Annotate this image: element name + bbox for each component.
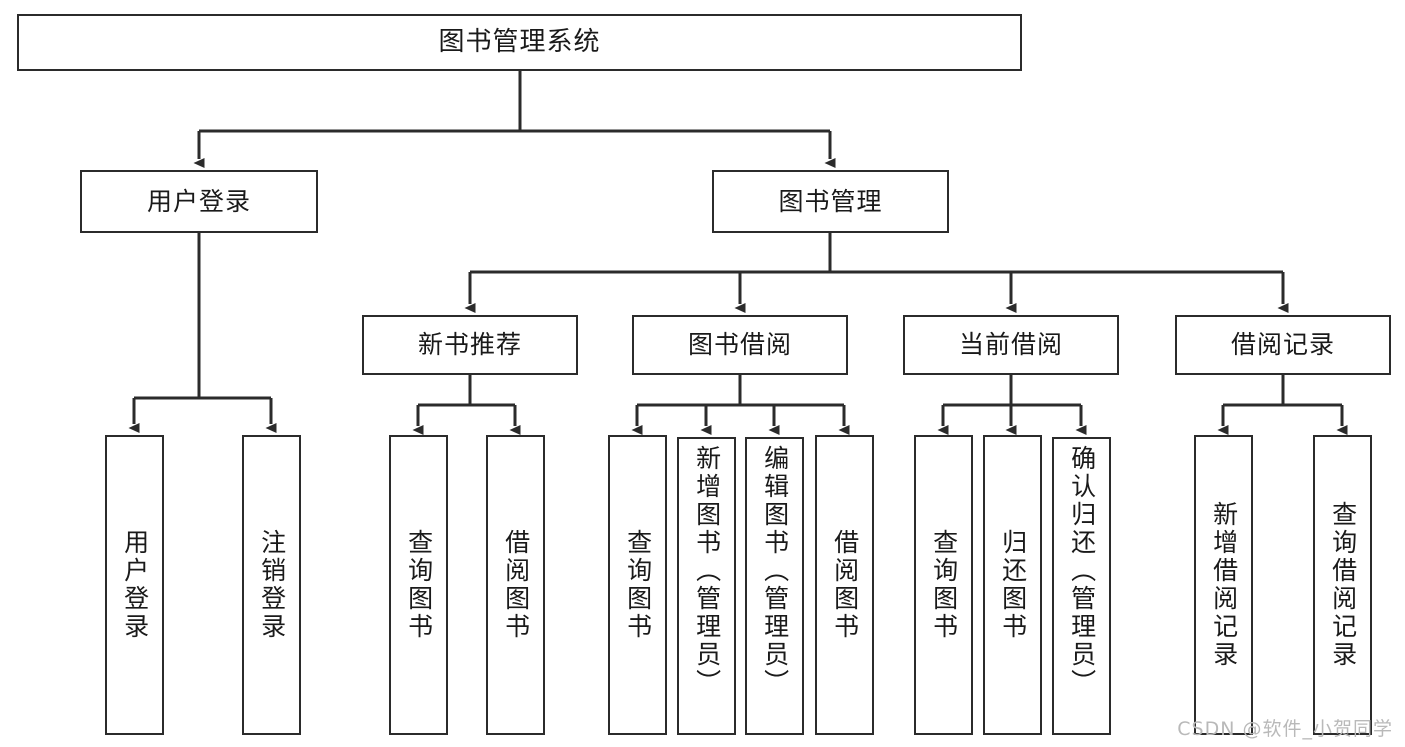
leaf-query-book-borrow[interactable]: 查询图书 [608,435,667,735]
leaf-query-book-current[interactable]: 查询图书 [914,435,973,735]
leaf-label: 查询图书 [404,529,434,641]
leaf-query-book-recommend[interactable]: 查询图书 [389,435,448,735]
leaf-label: 新增借阅记录 [1209,501,1239,669]
leaf-label: 查询图书 [929,529,959,641]
leaf-label: 确认归还（管理员） [1067,445,1097,697]
leaf-label: 借阅图书 [830,529,860,641]
leaf-logout[interactable]: 注销登录 [242,435,301,735]
node-book-borrow[interactable]: 图书借阅 [632,315,848,375]
leaf-add-borrow-record[interactable]: 新增借阅记录 [1194,435,1253,735]
watermark-text: CSDN @软件_小贺同学 [1177,718,1393,740]
leaf-label: 查询图书 [623,529,653,641]
leaf-label: 查询借阅记录 [1328,501,1358,669]
node-new-book-recommend[interactable]: 新书推荐 [362,315,578,375]
leaf-confirm-return-admin[interactable]: 确认归还（管理员） [1052,437,1111,735]
leaf-query-borrow-record[interactable]: 查询借阅记录 [1313,435,1372,735]
leaf-label: 注销登录 [257,529,287,641]
leaf-edit-book-admin[interactable]: 编辑图书（管理员） [745,437,804,735]
leaf-label: 编辑图书（管理员） [760,445,790,697]
leaf-label: 用户登录 [120,529,150,641]
leaf-add-book-admin[interactable]: 新增图书（管理员） [677,437,736,735]
leaf-label: 新增图书（管理员） [692,445,722,697]
node-borrow-record[interactable]: 借阅记录 [1175,315,1391,375]
leaf-borrow-book-borrow[interactable]: 借阅图书 [815,435,874,735]
leaf-label: 借阅图书 [501,529,531,641]
node-root-system[interactable]: 图书管理系统 [17,14,1022,71]
leaf-borrow-book-recommend[interactable]: 借阅图书 [486,435,545,735]
node-user-login[interactable]: 用户登录 [80,170,318,233]
leaf-user-login[interactable]: 用户登录 [105,435,164,735]
node-current-borrow[interactable]: 当前借阅 [903,315,1119,375]
leaf-label: 归还图书 [998,529,1028,641]
node-book-management[interactable]: 图书管理 [712,170,949,233]
leaf-return-book[interactable]: 归还图书 [983,435,1042,735]
